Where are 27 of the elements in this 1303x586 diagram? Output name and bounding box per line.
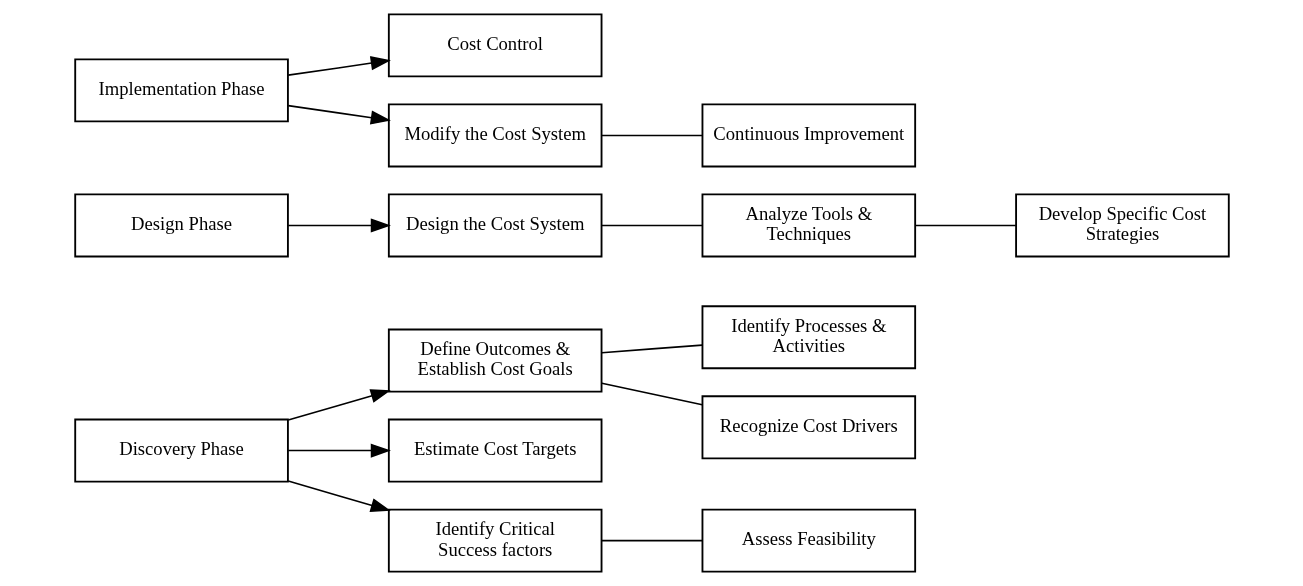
arrow [286,480,391,512]
connector [600,134,703,137]
connector [600,382,703,406]
node-box: Modify the Cost System [387,103,602,168]
arrow [286,218,391,233]
connector [600,224,703,227]
node-box: Identify Critical Success factors [387,508,602,573]
connector [600,344,703,354]
node-box: Recognize Cost Drivers [701,395,916,460]
node-box: Design the Cost System [387,193,602,258]
node-box: Analyze Tools & Techniques [701,193,916,258]
arrow [286,104,391,125]
node-box: Discovery Phase [73,418,289,483]
node-box: Assess Feasibility [701,508,916,573]
connector [600,539,703,542]
arrow [286,56,391,76]
node-box: Implementation Phase [73,58,289,123]
connector [914,224,1017,227]
node-box: Design Phase [73,193,289,258]
arrow [286,443,391,458]
node-box: Identify Processes & Activities [701,305,916,370]
arrow [286,389,391,421]
node-box: Define Outcomes & Establish Cost Goals [387,328,602,393]
node-box: Estimate Cost Targets [387,418,602,483]
node-box: Develop Specific Cost Strategies [1014,193,1230,258]
node-box: Cost Control [387,13,602,78]
node-box: Continuous Improvement [701,103,916,168]
